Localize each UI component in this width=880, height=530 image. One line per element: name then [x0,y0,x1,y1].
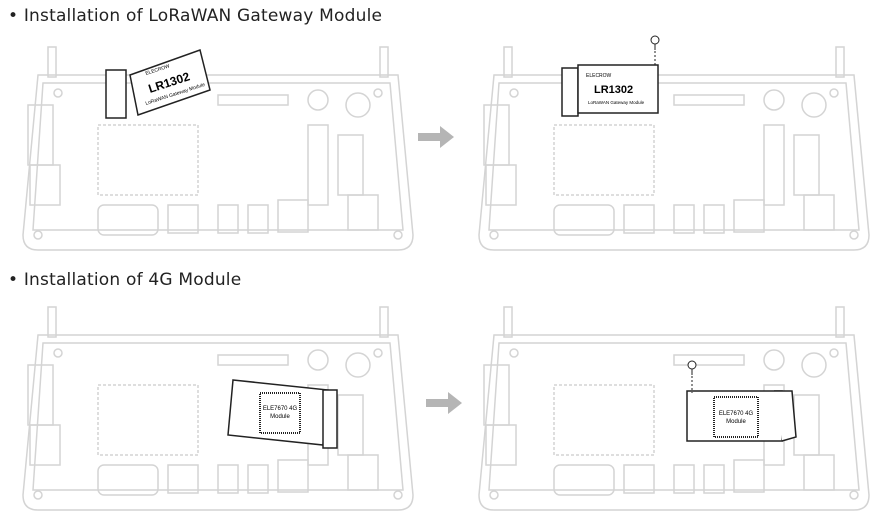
board-4g-after: ELE7670 4G Module [478,306,870,511]
board-lorawan-after: ELECROW LR1302 LoRaWAN Gateway Module [478,35,870,251]
svg-text:ELECROW: ELECROW [586,73,612,79]
4g-module: ELE7670 4G Module [227,379,338,449]
svg-text:ELE7670 4G: ELE7670 4G [263,406,298,412]
svg-text:Module: Module [726,419,746,425]
svg-text:LoRaWAN Gateway Module: LoRaWAN Gateway Module [588,100,645,105]
screw-icon [650,35,660,67]
4g-module-installed: ELE7670 4G Module [686,390,797,442]
screw-icon [687,360,697,393]
board-4g-before: ELE7670 4G Module [22,306,414,511]
lorawan-module: ELECROW LR1302 LoRaWAN Gateway Module [105,49,211,119]
arrow-right-icon [426,392,462,414]
board-lorawan-before: ELECROW LR1302 LoRaWAN Gateway Module [22,46,414,251]
lorawan-module-installed: ELECROW LR1302 LoRaWAN Gateway Module [561,64,659,117]
svg-text:Module: Module [270,414,290,420]
svg-text:ELE7670 4G: ELE7670 4G [719,411,754,417]
arrow-right-icon [418,126,454,148]
section-heading-lorawan: • Installation of LoRaWAN Gateway Module [8,6,383,26]
svg-text:LR1302: LR1302 [594,84,633,96]
section-heading-4g: • Installation of 4G Module [8,270,242,290]
